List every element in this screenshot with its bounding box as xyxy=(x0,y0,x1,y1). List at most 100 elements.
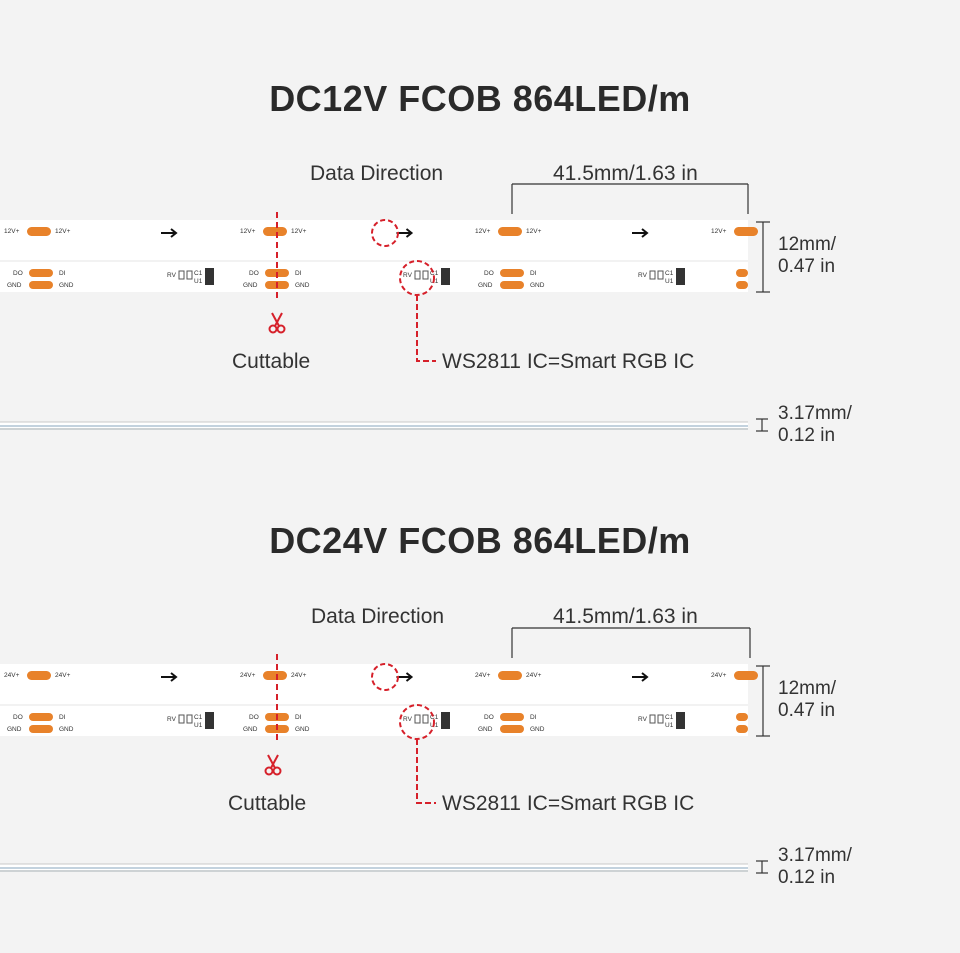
ic-chip xyxy=(676,712,685,729)
arrow-right-icon xyxy=(632,672,649,682)
pad-label: DO xyxy=(249,270,259,277)
pad-label: DI xyxy=(295,714,302,721)
data-direction-highlight xyxy=(371,219,399,247)
pad-label: C1 xyxy=(430,270,439,277)
pad-label: DI xyxy=(59,714,66,721)
section-dc12v: DC12V FCOB 864LED/m 12V+ 12V+ DO DI GND GND RV… xyxy=(0,0,960,450)
strip-side-view xyxy=(0,422,748,428)
pad-label: U1 xyxy=(665,278,674,285)
pad xyxy=(736,725,748,733)
pad-label: 12V+ xyxy=(240,228,256,235)
strip-diagram xyxy=(0,183,770,432)
thickness-label: 3.17mm/0.12 in xyxy=(778,403,852,446)
pad-label: C1 xyxy=(194,714,203,721)
resistor xyxy=(414,714,421,724)
led-strip xyxy=(0,220,748,292)
pad-label: U1 xyxy=(194,278,203,285)
pad-label: GND xyxy=(530,282,545,289)
resistor xyxy=(178,270,185,280)
pad-label: 12V+ xyxy=(711,228,727,235)
ic-label: WS2811 IC=Smart RGB IC xyxy=(442,792,695,815)
pad-label: GND xyxy=(59,726,74,733)
pad-label: RV xyxy=(403,716,413,723)
ic-chip xyxy=(676,268,685,285)
pad-label: 24V+ xyxy=(475,672,491,679)
cuttable-label: Cuttable xyxy=(232,350,311,373)
strip-side-view xyxy=(0,864,748,870)
pad-label: 24V+ xyxy=(55,672,71,679)
pad-label: DI xyxy=(295,270,302,277)
pad-label: GND xyxy=(530,726,545,733)
data-direction-label: Data Direction xyxy=(310,162,444,185)
arrow-right-icon xyxy=(161,672,178,682)
pad-label: RV xyxy=(167,272,177,279)
capacitor xyxy=(422,714,429,724)
width-label: 12mm/0.47 in xyxy=(778,234,837,277)
pad-label: C1 xyxy=(194,270,203,277)
pad xyxy=(734,227,758,236)
pad-label: GND xyxy=(243,726,258,733)
scissors-icon xyxy=(268,312,286,334)
pad xyxy=(263,227,287,236)
pad-label: RV xyxy=(403,272,413,279)
pad-label: GND xyxy=(7,282,22,289)
pad xyxy=(500,281,524,289)
pad xyxy=(736,713,748,721)
pad-label: RV xyxy=(638,716,648,723)
pad-label: DI xyxy=(59,270,66,277)
pad-label: DO xyxy=(484,270,494,277)
ic-callout-line xyxy=(416,295,436,362)
capacitor xyxy=(657,714,664,724)
capacitor xyxy=(186,270,193,280)
capacitor xyxy=(657,270,664,280)
strip-diagram xyxy=(0,627,770,874)
section-title: DC24V FCOB 864LED/m xyxy=(269,520,691,561)
ic-label: WS2811 IC=Smart RGB IC xyxy=(442,350,695,373)
pad-label: DI xyxy=(530,270,537,277)
pad xyxy=(29,269,53,277)
pad-label: DO xyxy=(13,270,23,277)
ic-chip xyxy=(205,712,214,729)
pad xyxy=(27,227,51,236)
pad xyxy=(498,227,522,236)
ic-chip xyxy=(441,712,450,729)
capacitor xyxy=(422,270,429,280)
resistor xyxy=(178,714,185,724)
pad xyxy=(29,725,53,733)
pad-label: 12V+ xyxy=(4,228,20,235)
scissors-icon xyxy=(264,754,282,776)
pad-label: U1 xyxy=(194,722,203,729)
pad-label: 24V+ xyxy=(711,672,727,679)
ic-chip xyxy=(441,268,450,285)
pad-label: DO xyxy=(249,714,259,721)
segment-length-label: 41.5mm/1.63 in xyxy=(553,605,698,628)
cuttable-label: Cuttable xyxy=(228,792,307,815)
capacitor xyxy=(186,714,193,724)
pad-label: U1 xyxy=(665,722,674,729)
pad xyxy=(263,671,287,680)
pad-label: GND xyxy=(478,282,493,289)
pad xyxy=(29,713,53,721)
pad-label: 24V+ xyxy=(240,672,256,679)
pad-label: 24V+ xyxy=(291,672,307,679)
resistor xyxy=(649,270,656,280)
pad-label: DO xyxy=(13,714,23,721)
pad xyxy=(500,713,524,721)
data-direction-label: Data Direction xyxy=(311,605,445,628)
pad-label: 12V+ xyxy=(55,228,71,235)
data-direction-highlight xyxy=(371,663,399,691)
pad-label: 12V+ xyxy=(475,228,491,235)
arrow-right-icon xyxy=(161,228,178,238)
pad xyxy=(500,269,524,277)
pad xyxy=(736,281,748,289)
ic-chip xyxy=(205,268,214,285)
resistor xyxy=(414,270,421,280)
pad-label: RV xyxy=(167,716,177,723)
pad-label: DI xyxy=(530,714,537,721)
thickness-label: 3.17mm/0.12 in xyxy=(778,845,852,888)
ic-callout-line xyxy=(416,739,436,804)
section-title: DC12V FCOB 864LED/m xyxy=(269,78,691,119)
pad xyxy=(498,671,522,680)
